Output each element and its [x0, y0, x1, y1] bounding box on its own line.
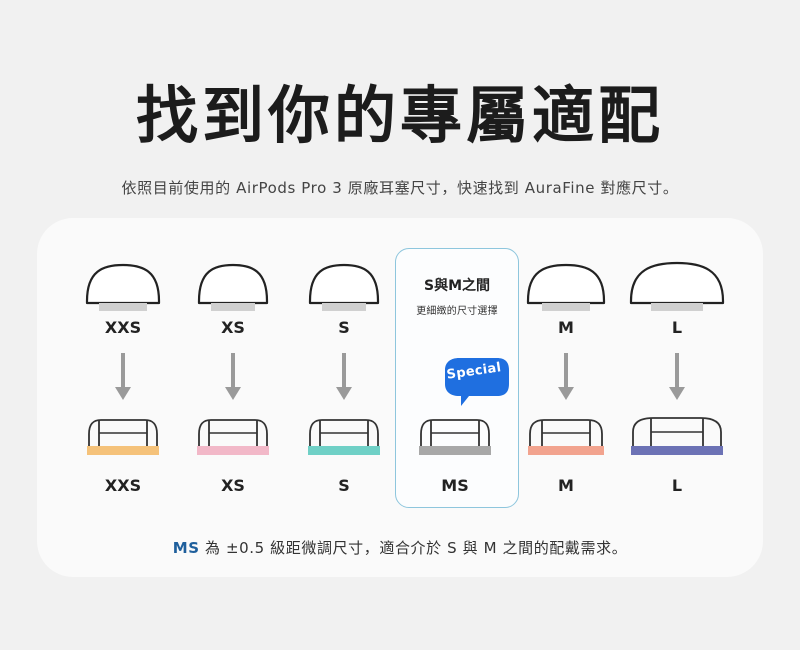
color-band	[197, 446, 269, 455]
aurafine-ear-tip-icon	[631, 417, 723, 455]
aurafine-size-label: XS	[221, 476, 245, 495]
speech-bubble-icon	[445, 358, 509, 406]
original-size-label: XXS	[104, 318, 142, 337]
original-ear-tip-icon	[85, 263, 161, 311]
footnote: MS 為 ±0.5 級距微調尺寸，適合介於 S 與 M 之間的配戴需求。	[0, 537, 800, 558]
ms-highlight-subheading: 更細緻的尺寸選擇	[416, 306, 498, 317]
original-size-label: L	[671, 318, 683, 337]
arrow-down-icon	[336, 353, 352, 400]
original-ear-tip-icon	[629, 261, 725, 311]
aurafine-ear-tip-icon	[528, 419, 604, 455]
original-size-label: M	[558, 318, 574, 337]
color-band	[308, 446, 380, 455]
arrow-down-icon	[669, 353, 685, 400]
aurafine-ear-tip-icon	[419, 419, 491, 455]
original-size-label: XS	[221, 318, 245, 337]
ms-highlight-heading: S與M之間	[423, 278, 490, 294]
arrow-down-icon	[558, 353, 574, 400]
original-ear-tip-icon	[197, 263, 269, 311]
page-title: 找到你的專屬適配	[135, 79, 664, 152]
arrow-down-icon	[225, 353, 241, 400]
aurafine-ear-tip-icon	[308, 419, 380, 455]
color-band	[528, 446, 604, 455]
original-ear-tip-icon	[526, 263, 606, 311]
aurafine-ear-tip-icon	[87, 419, 159, 455]
aurafine-size-label: MS	[441, 476, 469, 495]
aurafine-ear-tip-icon	[197, 419, 269, 455]
footnote-text: 為 ±0.5 級距微調尺寸，適合介於 S 與 M 之間的配戴需求。	[199, 539, 628, 557]
aurafine-size-label: M	[558, 476, 574, 495]
page-subtitle: 依照目前使用的 AirPods Pro 3 原廠耳塞尺寸，快速找到 AuraFi…	[121, 179, 679, 197]
aurafine-size-label: L	[671, 476, 683, 495]
original-size-label: S	[338, 318, 350, 337]
color-band	[631, 446, 723, 455]
aurafine-size-label: S	[338, 476, 350, 495]
color-band	[87, 446, 159, 455]
arrow-down-icon	[115, 353, 131, 400]
footnote-emphasis: MS	[172, 539, 200, 557]
aurafine-size-label: XXS	[104, 476, 142, 495]
original-ear-tip-icon	[308, 263, 380, 311]
color-band	[419, 446, 491, 455]
